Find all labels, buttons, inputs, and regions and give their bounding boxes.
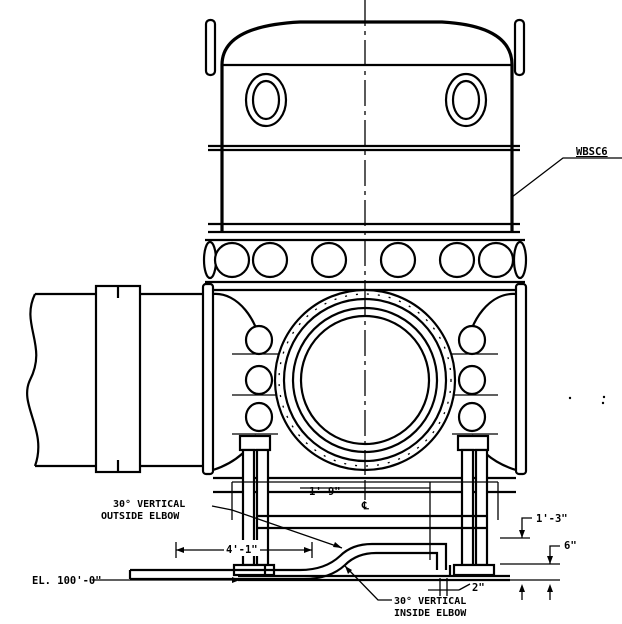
dimension-bottom-gap <box>428 578 471 596</box>
port-band <box>202 238 528 284</box>
elevation-label: EL. 100'-0" <box>32 575 102 587</box>
inside-elbow-label-line1: 30° VERTICAL <box>394 596 466 607</box>
vessel-top-dome <box>204 18 526 77</box>
support-frame <box>231 481 499 530</box>
support-leg-right <box>452 434 496 577</box>
drain-piping <box>128 542 448 581</box>
inside-elbow-label-line2: INSIDE ELBOW <box>394 608 467 619</box>
dimension-right-heights <box>500 517 560 600</box>
inside-elbow-leader <box>344 565 392 601</box>
vessel-upper-shell <box>208 65 520 234</box>
foundation-base <box>238 565 510 582</box>
inlet-pipe <box>26 284 208 474</box>
dimension-left-run-label: 4'-1" <box>226 544 258 556</box>
outside-elbow-leader <box>211 505 343 549</box>
tag-label: WBSC6 <box>576 146 608 158</box>
outside-elbow-label-line2: OUTSIDE ELBOW <box>101 511 180 522</box>
side-nozzles-left <box>232 324 278 435</box>
dimension-right-small-label: 6" <box>564 540 577 552</box>
centerline-symbol: ℄ <box>361 500 370 512</box>
dimension-center-offset <box>300 482 431 560</box>
tag-leader <box>511 157 622 198</box>
side-nozzles-right <box>452 324 498 435</box>
dimension-right-height-label: 1'-3" <box>536 513 568 525</box>
dimension-bottom-gap-label: 2" <box>472 582 485 594</box>
outside-elbow-label-line1: 30° VERTICAL <box>113 499 185 510</box>
upper-manway-right <box>444 72 488 128</box>
upper-manway-left <box>244 72 288 128</box>
dimension-center-offset-label: 1'-9" <box>309 486 341 498</box>
